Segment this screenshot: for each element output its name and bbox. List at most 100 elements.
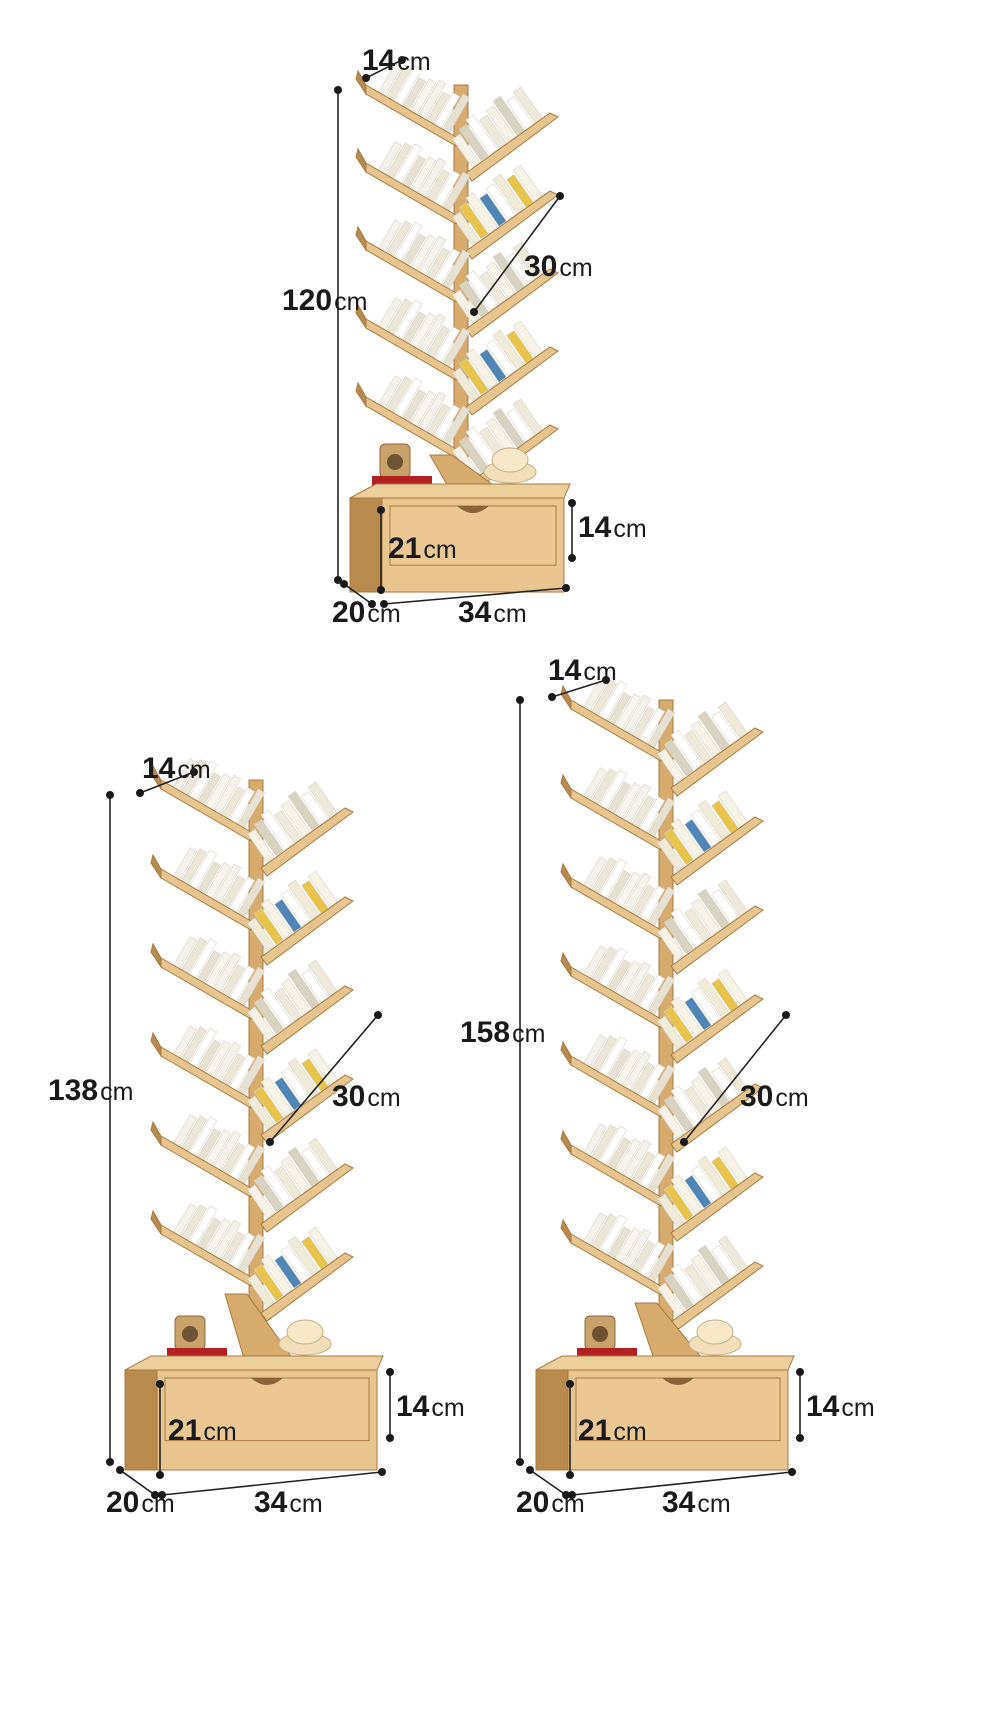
book	[274, 987, 302, 1022]
book	[663, 738, 694, 777]
drawer-height-label: 14cm	[578, 511, 647, 544]
depth-line-end	[340, 580, 348, 588]
book	[492, 95, 525, 137]
diagonal-label-unit: cm	[775, 1084, 808, 1112]
shelf-board-end	[560, 773, 572, 800]
width-line-end	[602, 676, 610, 684]
book	[690, 1076, 721, 1114]
shelf-board-right	[260, 807, 354, 877]
shelf-board-right	[670, 1172, 764, 1242]
depth-label-value: 20	[106, 1486, 139, 1519]
book	[253, 818, 284, 857]
diagonal-label-value: 30	[740, 1080, 773, 1113]
height-line-end	[334, 86, 342, 94]
book	[452, 211, 480, 246]
base-top	[349, 483, 571, 499]
width-line-end	[398, 56, 406, 64]
book	[274, 1254, 302, 1289]
base-height-label: 21cm	[388, 532, 457, 565]
book	[260, 1076, 293, 1117]
length-label-value: 34	[662, 1486, 696, 1519]
book	[247, 1273, 275, 1308]
shelf-6-tier	[124, 758, 384, 1471]
depth-line	[119, 1469, 156, 1496]
base-height-line-end	[377, 506, 385, 514]
shelf-board-end	[150, 1120, 162, 1147]
base-height-label-value: 21	[388, 532, 421, 565]
base-height-line-end	[377, 586, 385, 594]
depth-line-end	[116, 1466, 124, 1474]
height-label: 120cm	[282, 284, 367, 317]
camera-lens	[592, 1326, 608, 1342]
book	[657, 1015, 685, 1050]
length-label: 34cm	[662, 1486, 731, 1519]
book	[485, 183, 516, 221]
camera-lens	[387, 454, 403, 470]
height-label-unit: cm	[512, 1020, 545, 1048]
drawer-height-label-value: 14	[578, 511, 612, 544]
drawer-handle	[457, 506, 489, 513]
book	[657, 748, 685, 783]
width-label: 14cm	[548, 654, 617, 687]
shelf-board-end	[150, 942, 162, 969]
shelf-board-right	[260, 985, 354, 1055]
book	[479, 192, 507, 227]
book	[465, 192, 498, 233]
diagonal-line-end	[374, 1011, 382, 1019]
diagonal-line	[683, 1014, 787, 1143]
book	[663, 827, 694, 866]
book	[697, 1066, 730, 1108]
diagonal-label-value: 30	[332, 1080, 365, 1113]
shelf-board-end	[150, 1209, 162, 1236]
shelf-board-end	[355, 147, 367, 174]
drawer-height-label: 14cm	[396, 1390, 465, 1423]
height-line-end	[106, 1458, 114, 1466]
height-line-end	[516, 696, 524, 704]
book	[663, 916, 694, 955]
shelf-board-end	[355, 225, 367, 252]
shelf-board-right	[465, 112, 559, 182]
shelf-board-right	[670, 1083, 764, 1153]
book	[287, 1235, 320, 1277]
book	[492, 329, 525, 371]
book	[274, 809, 302, 844]
height-label-value: 120	[282, 284, 332, 317]
width-line	[551, 679, 607, 698]
width-line-end	[548, 693, 556, 701]
shelf-board-end	[560, 684, 572, 711]
shelf-board-end	[150, 764, 162, 791]
book	[247, 1184, 275, 1219]
height-label-value: 158	[460, 1016, 510, 1049]
book	[670, 818, 703, 859]
length-line	[383, 587, 567, 605]
base-top	[535, 1355, 795, 1371]
book	[280, 1067, 311, 1105]
length-label: 34cm	[458, 596, 527, 629]
book	[280, 1245, 311, 1283]
book	[274, 1165, 302, 1200]
drawer-height-label-unit: cm	[613, 515, 646, 543]
book	[657, 837, 685, 872]
book	[479, 114, 507, 149]
book	[465, 270, 498, 311]
book	[690, 809, 721, 847]
camera-lens	[182, 1326, 198, 1342]
base-height-line-end	[566, 1380, 574, 1388]
diagonal-label: 30cm	[740, 1080, 809, 1113]
hat-ornament-top	[696, 1319, 734, 1345]
width-label-value: 14	[142, 752, 176, 785]
width-label-unit: cm	[397, 48, 430, 76]
base-height-label: 21cm	[168, 1414, 237, 1447]
book	[684, 996, 712, 1031]
depth-label-value: 20	[516, 1486, 549, 1519]
base-height-label: 21cm	[578, 1414, 647, 1447]
width-line-end	[362, 74, 370, 82]
width-label-unit: cm	[583, 658, 616, 686]
shelf-board-end	[150, 853, 162, 880]
book	[697, 1155, 730, 1197]
height-line-end	[106, 791, 114, 799]
width-label-value: 14	[548, 654, 582, 687]
length-line-end	[378, 1468, 386, 1476]
